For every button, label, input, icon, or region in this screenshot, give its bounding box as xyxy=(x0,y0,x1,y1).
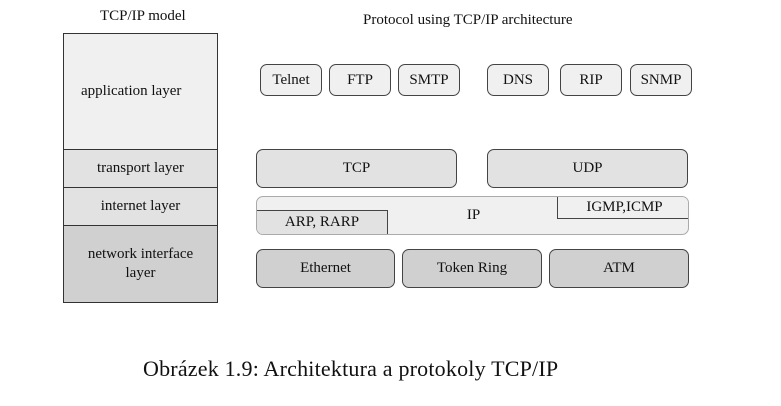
protocol-tcp-label: TCP xyxy=(342,160,371,176)
protocol-ethernet: Ethernet xyxy=(256,249,395,288)
protocol-telnet: Telnet xyxy=(260,64,322,96)
figure-caption: Obrázek 1.9: Architektura a protokoly TC… xyxy=(143,356,559,381)
protocol-snmp-label: SNMP xyxy=(640,71,682,88)
protocol-telnet-label: Telnet xyxy=(272,71,310,88)
protocol-udp: UDP xyxy=(487,149,688,188)
protocol-token-ring-label: Token Ring xyxy=(436,260,508,276)
protocol-igmp-icmp-label: IGMP,ICMP xyxy=(586,198,663,215)
protocol-arp-rarp: ARP, RARP xyxy=(257,210,388,234)
protocol-atm: ATM xyxy=(549,249,689,288)
model-title: TCP/IP model xyxy=(100,8,186,24)
internet-layer-box: internet layer xyxy=(63,187,218,226)
protocol-ftp: FTP xyxy=(329,64,391,96)
protocol-ftp-label: FTP xyxy=(347,71,373,88)
transport-layer-label: transport layer xyxy=(96,160,185,176)
protocol-rip-label: RIP xyxy=(579,71,603,88)
transport-layer-box: transport layer xyxy=(63,149,218,188)
protocol-arp-rarp-label: ARP, RARP xyxy=(284,214,360,230)
protocol-ip-box: IP ARP, RARP IGMP,ICMP xyxy=(256,196,689,235)
protocol-atm-label: ATM xyxy=(603,260,635,276)
protocols-title: Protocol using TCP/IP architecture xyxy=(363,12,573,28)
protocol-smtp: SMTP xyxy=(398,64,460,96)
protocol-ethernet-label: Ethernet xyxy=(300,260,351,276)
internet-layer-label: internet layer xyxy=(100,198,181,214)
protocol-rip: RIP xyxy=(560,64,622,96)
protocol-dns-label: DNS xyxy=(502,71,533,88)
network-interface-layer-box: network interface layer xyxy=(63,225,218,303)
protocol-tcp: TCP xyxy=(256,149,457,188)
protocol-udp-label: UDP xyxy=(572,160,603,176)
network-interface-layer-label: network interface layer xyxy=(87,246,194,281)
protocol-igmp-icmp: IGMP,ICMP xyxy=(557,197,688,219)
application-layer-label: application layer xyxy=(81,83,182,99)
protocol-dns: DNS xyxy=(487,64,549,96)
protocol-snmp: SNMP xyxy=(630,64,692,96)
application-layer-box: application layer xyxy=(63,33,218,150)
protocol-token-ring: Token Ring xyxy=(402,249,542,288)
protocol-smtp-label: SMTP xyxy=(409,71,449,88)
protocol-ip-label: IP xyxy=(466,207,481,223)
